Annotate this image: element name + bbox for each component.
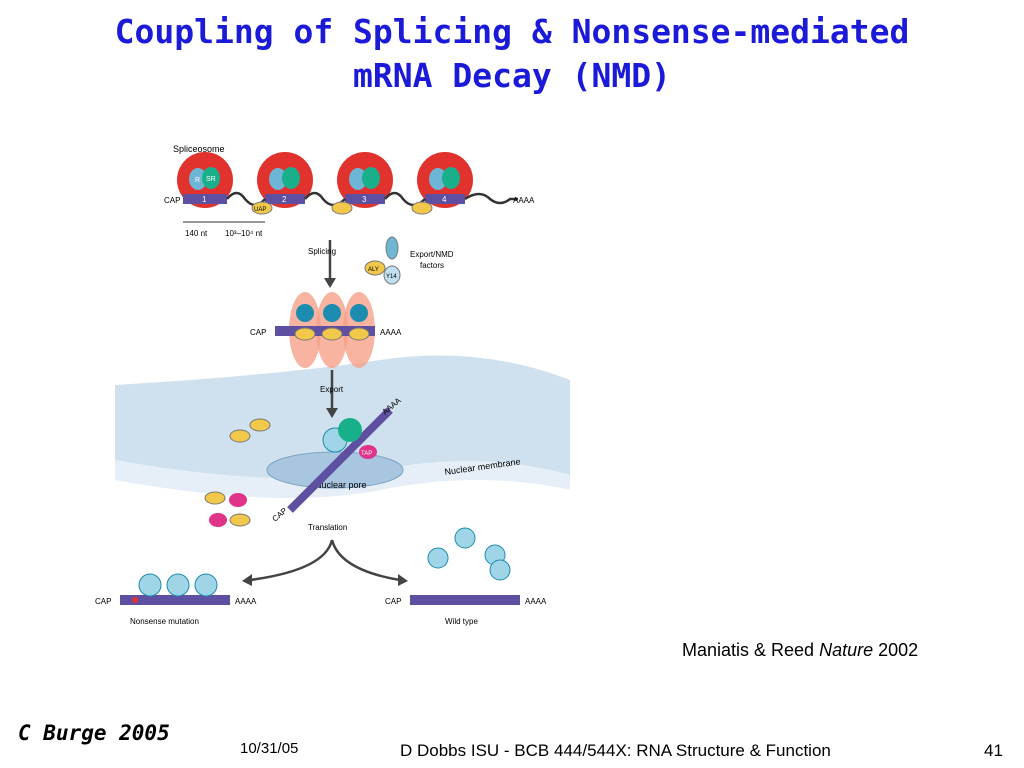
ribosome-nonsense-3 — [194, 573, 218, 597]
footer-author: C Burge 2005 — [18, 721, 170, 745]
export-nmd-label-2: factors — [420, 261, 444, 270]
spliceosome-3: 3 — [337, 152, 393, 208]
citation-authors: Maniatis & Reed — [682, 640, 815, 660]
translation-arrow-left — [249, 539, 334, 582]
aly-label-factor: ALY — [368, 267, 379, 273]
y14-factor — [383, 265, 401, 285]
ribosome-free-4 — [489, 559, 511, 581]
citation: Maniatis & Reed Nature 2002 — [682, 640, 918, 661]
y14-label: Y14 — [386, 274, 397, 280]
cap-label-top: CAP — [164, 196, 180, 205]
translation-arrow-right — [330, 539, 401, 582]
uap-free-1 — [249, 418, 271, 432]
footer-date: 10/31/05 — [240, 740, 299, 757]
aly-out-1 — [204, 491, 226, 505]
nonsense-mrna — [120, 595, 230, 605]
nmd-diagram: Nuclear pore Nuclear membrane Spliceosom… — [95, 144, 570, 626]
splicing-label: Splicing — [308, 247, 336, 256]
ejc-complex-3 — [350, 304, 368, 322]
polya-label-top: AAAA — [513, 196, 535, 205]
uap-2 — [331, 201, 353, 215]
export-arrowhead — [326, 408, 338, 418]
wildtype-label: Wild type — [445, 617, 478, 626]
r-label: R — [195, 177, 200, 184]
cap-label-mid: CAP — [250, 328, 266, 337]
exon-number-3: 3 — [362, 195, 367, 204]
wildtype-mrna — [410, 595, 520, 605]
cap-label-pore: CAP — [271, 506, 289, 523]
tap-out-1 — [229, 493, 247, 507]
intron-line — [226, 191, 518, 207]
export-nmd-label-1: Export/NMD — [410, 250, 454, 259]
tap-out-2 — [209, 513, 227, 527]
nuclear-membrane — [115, 355, 570, 478]
aly-mid-3 — [348, 327, 370, 341]
spliceosome-1: 1 — [177, 152, 233, 208]
uap-3 — [411, 201, 433, 215]
ejc-complex-2 — [323, 304, 341, 322]
uap-free-2 — [229, 429, 251, 443]
ribosome-nonsense-1 — [138, 573, 162, 597]
uap-label: UAP — [254, 207, 266, 213]
ribosome-free-1 — [427, 547, 449, 569]
translation-label: Translation — [308, 523, 347, 532]
translation-arrowhead-left — [242, 574, 252, 586]
export-label: Export — [320, 385, 344, 394]
spliceosome-label: Spliceosome — [173, 144, 225, 154]
nonsense-mutation-label: Nonsense mutation — [130, 617, 199, 626]
ribosome-free-2 — [454, 527, 476, 549]
footer-course: D Dobbs ISU - BCB 444/544X: RNA Structur… — [400, 741, 831, 760]
export-factor — [385, 236, 399, 260]
slide-title: Coupling of Splicing & Nonsense-mediated… — [0, 10, 1024, 98]
polya-label-mid: AAAA — [380, 328, 402, 337]
nuclear-pore-label: Nuclear pore — [315, 480, 367, 490]
tap-label-pore: TAP — [361, 451, 372, 457]
citation-year: 2002 — [878, 640, 919, 660]
aly-mid-1 — [294, 327, 316, 341]
exon-number-2: 2 — [282, 195, 287, 204]
sr-label: SR — [206, 176, 216, 183]
ribosome-nonsense-2 — [166, 573, 190, 597]
intron-length-label: 10³–10⁴ nt — [225, 229, 263, 238]
uap-1 — [251, 201, 273, 215]
exon-length-label: 140 nt — [185, 229, 208, 238]
aly-out-2 — [229, 513, 251, 527]
exporting-rnp-2 — [338, 418, 362, 442]
citation-journal: Nature — [819, 640, 874, 660]
spliceosome-4: 4 — [417, 152, 473, 208]
page-number: 41 — [984, 741, 1003, 760]
aly-mid-2 — [321, 327, 343, 341]
spliceosome-2: 2 — [257, 152, 313, 208]
ejc-complex-1 — [296, 304, 314, 322]
cap-label-wildtype: CAP — [385, 597, 401, 606]
polya-label-nonsense: AAAA — [235, 597, 257, 606]
splicing-arrowhead — [324, 278, 336, 288]
cap-label-nonsense: CAP — [95, 597, 111, 606]
tap-in-pore — [359, 445, 377, 459]
polya-label-wildtype: AAAA — [525, 597, 547, 606]
aly-factor — [364, 260, 386, 276]
exon-number-4: 4 — [442, 195, 447, 204]
title-line-2: mRNA Decay (NMD) — [353, 56, 671, 95]
title-line-1: Coupling of Splicing & Nonsense-mediated — [114, 12, 910, 51]
translation-arrowhead-right — [398, 574, 408, 586]
stop-codon-marker — [132, 597, 138, 603]
exon-number-1: 1 — [202, 195, 207, 204]
exporting-mrna — [287, 407, 393, 513]
